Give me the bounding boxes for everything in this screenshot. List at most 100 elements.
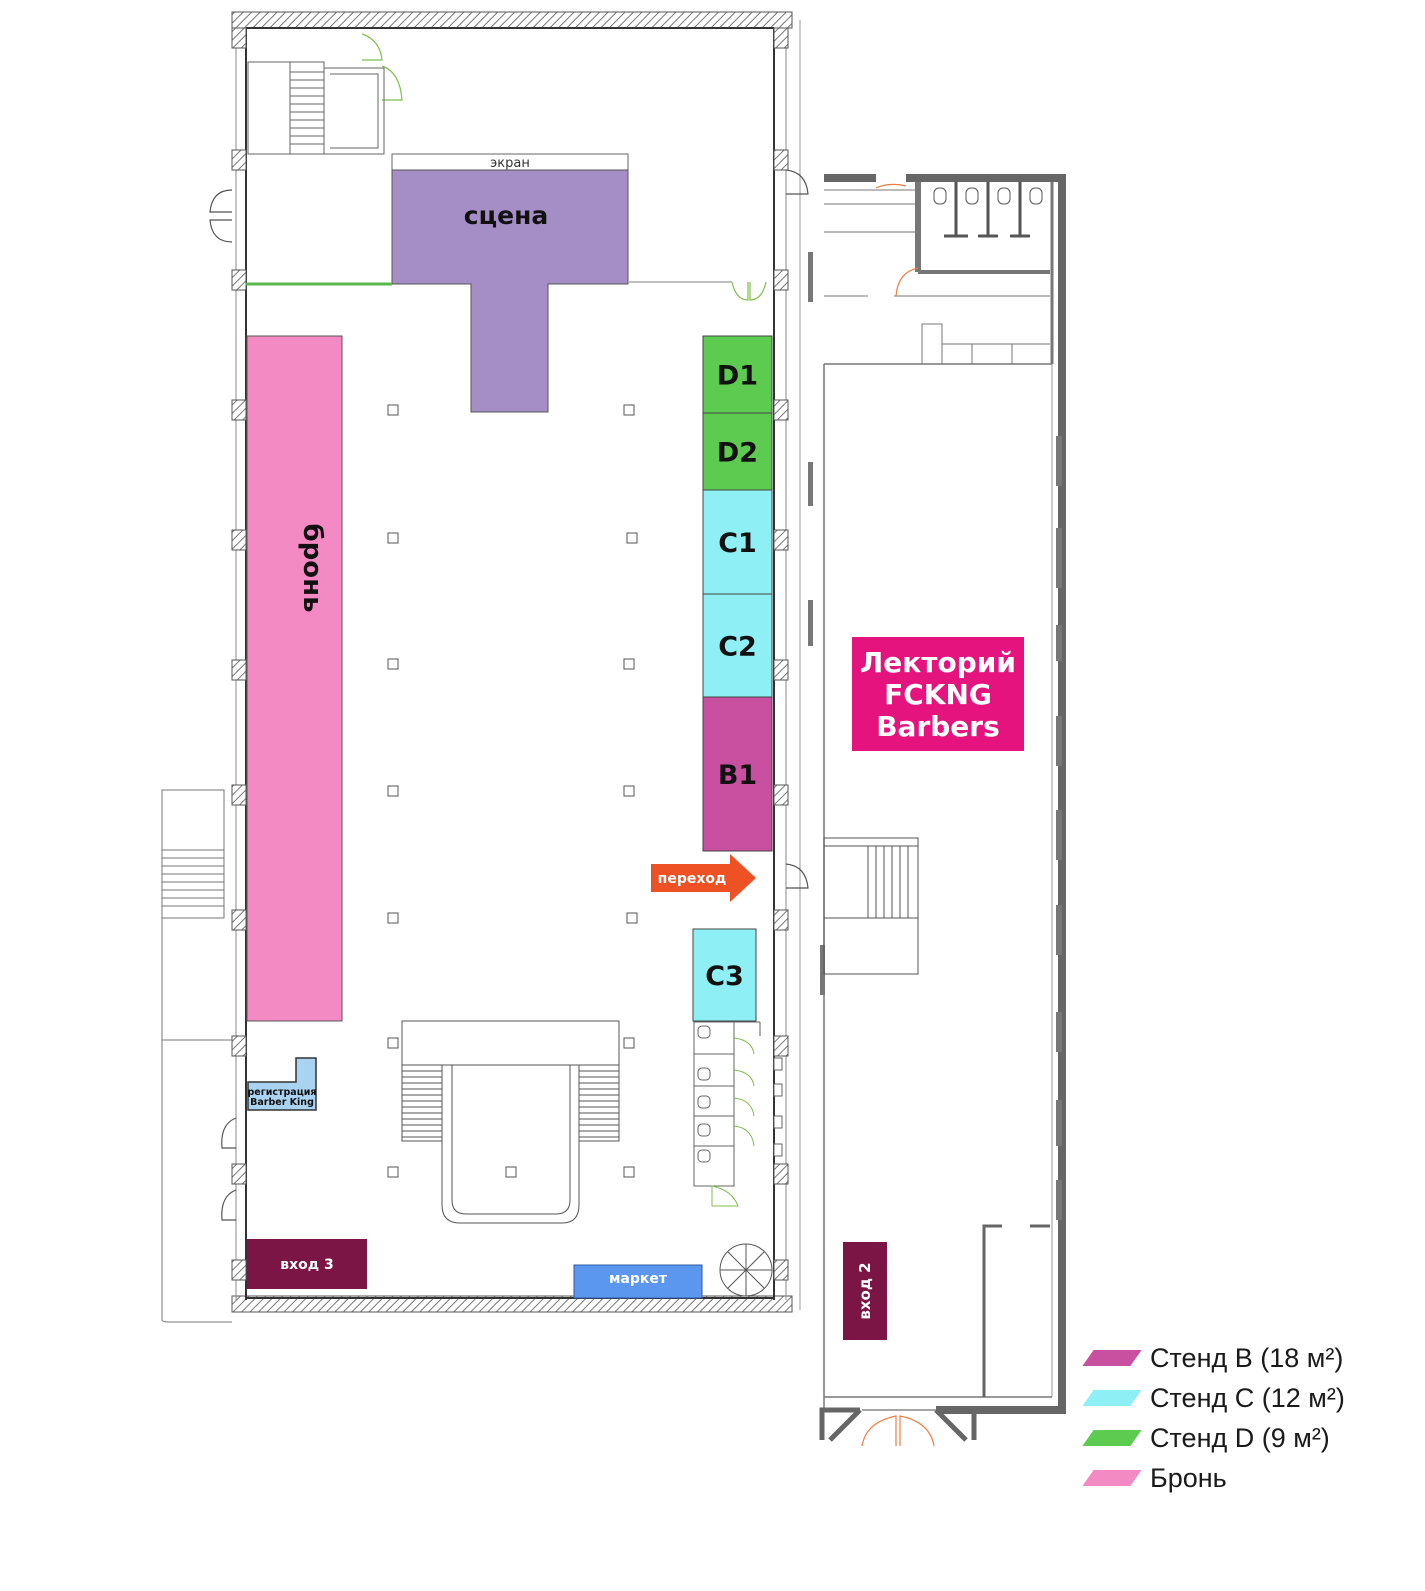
booth-d2[interactable] — [702, 412, 773, 491]
pilaster — [231, 399, 247, 421]
column — [505, 1166, 517, 1178]
screen-label: экран — [490, 156, 530, 171]
entrance-3-label: вход 3 — [280, 1257, 333, 1273]
pilaster — [773, 909, 789, 931]
pilaster — [231, 1259, 247, 1281]
pilaster — [231, 784, 247, 806]
legend-item-c: Стенд C (12 м²) — [1080, 1378, 1345, 1418]
stage — [391, 169, 629, 413]
right-building-walls — [819, 174, 1066, 1442]
right-corridor — [824, 189, 1050, 365]
registration-label-1: регистрация — [247, 1087, 316, 1098]
green-door-swings — [361, 33, 767, 301]
legend-label-d: Стенд D (9 м²) — [1150, 1422, 1330, 1453]
pilaster — [231, 27, 247, 49]
legend-item-b: Стенд B (18 м²) — [1080, 1338, 1345, 1378]
external-stair — [161, 789, 232, 1323]
stage-label: сцена — [464, 201, 548, 230]
booth-label-c3: C3 — [705, 961, 744, 992]
column — [623, 404, 635, 416]
legend-swatch-b — [1082, 1350, 1142, 1366]
pilaster — [231, 149, 247, 171]
pilaster — [231, 1163, 247, 1185]
legend-item-reserve: Бронь — [1080, 1458, 1345, 1498]
booth-label-c2: C2 — [718, 632, 757, 663]
booth-label-c1: C1 — [718, 528, 757, 559]
pilaster — [773, 27, 789, 49]
door-swings — [209, 169, 809, 1221]
columns — [387, 404, 638, 1178]
pilaster — [773, 784, 789, 806]
booking-zone-label: бронь — [297, 523, 327, 612]
passage-arrow[interactable]: переход — [651, 854, 756, 902]
pilaster — [773, 529, 789, 551]
column — [623, 1166, 635, 1178]
column — [626, 532, 638, 544]
entrance-2[interactable] — [843, 1242, 887, 1340]
pilaster — [773, 269, 789, 291]
entrance-2-label: вход 2 — [856, 1262, 874, 1319]
right-building-doors — [861, 183, 935, 1447]
legend-label-reserve: Бронь — [1150, 1462, 1227, 1493]
column — [623, 658, 635, 670]
right-wall-segments — [808, 252, 1062, 1220]
pilaster — [231, 1035, 247, 1057]
lecture-hall-line-1: Лекторий — [860, 646, 1016, 679]
pilaster — [773, 1035, 789, 1057]
wall-pilasters — [231, 27, 789, 1281]
booth-c1[interactable] — [702, 489, 773, 595]
top-left-stair — [247, 61, 385, 155]
right-lower-room — [982, 1224, 1050, 1397]
entrance-3[interactable] — [247, 1239, 367, 1289]
stage-group: экран сцена — [246, 153, 732, 413]
booth-label-d2: D2 — [717, 438, 758, 469]
sinks — [773, 1057, 783, 1157]
right-stair — [823, 837, 919, 975]
legend-label-b: Стенд B (18 м²) — [1150, 1342, 1344, 1373]
column — [387, 1166, 399, 1178]
restroom-doors — [711, 1037, 755, 1207]
column — [387, 785, 399, 797]
booth-c3[interactable] — [692, 928, 757, 1022]
booth-b1[interactable] — [702, 696, 773, 852]
lecture-hall-line-2: FCKNG — [884, 678, 992, 711]
legend: Стенд B (18 м²) Стенд C (12 м²) Стенд D … — [1080, 1338, 1345, 1498]
pilaster — [231, 269, 247, 291]
central-staircase — [401, 1020, 620, 1224]
restrooms-main — [693, 1021, 761, 1187]
stair-treads — [402, 1070, 619, 1138]
booking-zone[interactable] — [246, 335, 343, 1022]
legend-swatch-d — [1082, 1430, 1142, 1446]
column — [623, 785, 635, 797]
pilaster — [773, 1163, 789, 1185]
legend-label-c: Стенд C (12 м²) — [1150, 1382, 1345, 1413]
column — [387, 404, 399, 416]
pilaster — [231, 909, 247, 931]
legend-swatch-reserve — [1082, 1470, 1142, 1486]
column — [387, 1037, 399, 1049]
right-restroom-stalls — [915, 182, 1054, 364]
booth-d1[interactable] — [702, 335, 773, 414]
lecture-hall-line-3: Barbers — [876, 710, 1000, 743]
market[interactable] — [573, 1264, 703, 1299]
market-label: маркет — [609, 1271, 668, 1287]
booth-label-b1: B1 — [718, 760, 757, 791]
pilaster — [231, 659, 247, 681]
pilaster — [773, 149, 789, 171]
legend-item-d: Стенд D (9 м²) — [1080, 1418, 1345, 1458]
registration-label-2: Barber King — [250, 1097, 314, 1108]
lecture-hall[interactable] — [852, 637, 1024, 751]
pilaster — [231, 529, 247, 551]
column — [387, 532, 399, 544]
spiral-stair — [719, 1243, 773, 1297]
pilaster — [773, 399, 789, 421]
booth-label-d1: D1 — [717, 361, 758, 392]
column — [623, 1037, 635, 1049]
legend-swatch-c — [1082, 1390, 1142, 1406]
column — [626, 912, 638, 924]
column — [387, 658, 399, 670]
registration-desk[interactable] — [247, 1057, 317, 1111]
pilaster — [773, 659, 789, 681]
